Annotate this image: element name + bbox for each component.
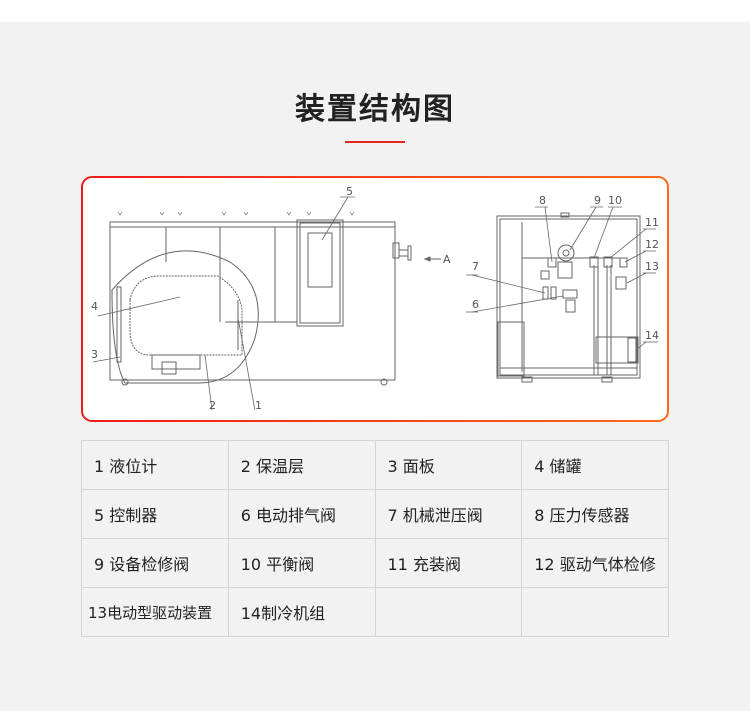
label-10: 10: [608, 194, 622, 207]
legend-cell: 5 控制器: [81, 489, 229, 539]
legend-cell: 8 压力传感器: [521, 489, 669, 539]
end-view: [466, 206, 658, 383]
legend-cell: 7 机械泄压阀: [374, 489, 523, 539]
legend-cell: [374, 587, 523, 637]
legend-cell: 3 面板: [374, 440, 523, 490]
diagram-frame: 1 2 3 4 5 A 6 7 8 9 10 11 12 13 14: [81, 176, 669, 422]
label-7: 7: [472, 260, 479, 273]
legend-cell: 13电动型驱动装置: [81, 587, 229, 637]
legend-cell: 6 电动排气阀: [227, 489, 376, 539]
label-9: 9: [594, 194, 601, 207]
table-row: 9 设备检修阀 10 平衡阀 11 充装阀 12 驱动气体检修: [81, 538, 669, 588]
legend-cell: 1 液位计: [81, 440, 229, 490]
legend-cell: 10 平衡阀: [227, 538, 376, 588]
legend-cell: 12 驱动气体检修: [521, 538, 669, 588]
label-4: 4: [91, 300, 98, 313]
structure-diagram: 1 2 3 4 5 A 6 7 8 9 10 11 12 13 14: [91, 185, 659, 412]
top-strip: [0, 0, 750, 22]
legend-cell: 11 充装阀: [374, 538, 523, 588]
label-13: 13: [645, 260, 659, 273]
label-5: 5: [346, 185, 353, 198]
label-3: 3: [91, 348, 98, 361]
title-underline: [345, 141, 405, 143]
legend-cell: [521, 587, 669, 637]
legend-cell: 14制冷机组: [227, 587, 376, 637]
label-arrow-a: A: [443, 253, 451, 266]
label-12: 12: [645, 238, 659, 251]
side-view: [92, 196, 441, 411]
page-title: 装置结构图: [295, 92, 455, 127]
legend-table: 1 液位计 2 保温层 3 面板 4 储罐 5 控制器 6 电动排气阀 7 机械…: [81, 440, 669, 637]
label-6: 6: [472, 298, 479, 311]
label-11: 11: [645, 216, 659, 229]
label-2: 2: [209, 399, 216, 412]
table-row: 1 液位计 2 保温层 3 面板 4 储罐: [81, 440, 669, 490]
legend-cell: 2 保温层: [227, 440, 376, 490]
legend-cell: 4 储罐: [521, 440, 669, 490]
label-8: 8: [539, 194, 546, 207]
table-row: 13电动型驱动装置 14制冷机组: [81, 587, 669, 637]
table-row: 5 控制器 6 电动排气阀 7 机械泄压阀 8 压力传感器: [81, 489, 669, 539]
label-14: 14: [645, 329, 659, 342]
label-1: 1: [255, 399, 262, 412]
legend-cell: 9 设备检修阀: [81, 538, 229, 588]
